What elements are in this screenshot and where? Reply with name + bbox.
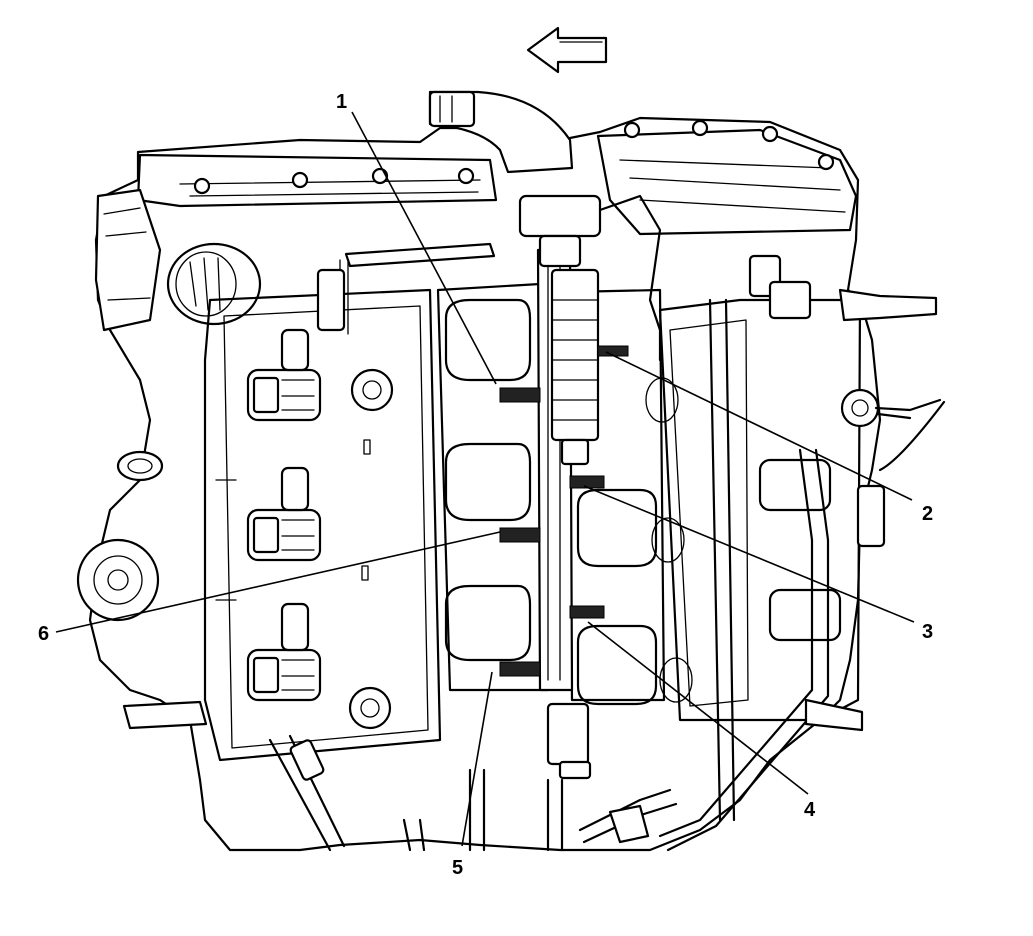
leader-1 bbox=[351, 111, 497, 385]
callout-leaders bbox=[55, 111, 915, 847]
leader-3 bbox=[583, 485, 915, 623]
callout-3: 3 bbox=[922, 621, 933, 643]
leader-2 bbox=[605, 351, 913, 501]
callout-labels: 1 2 3 4 5 6 bbox=[38, 91, 933, 879]
callout-6: 6 bbox=[38, 623, 49, 645]
callout-1: 1 bbox=[336, 91, 347, 113]
left-bank-coil-cover bbox=[203, 259, 442, 762]
leader-5 bbox=[461, 671, 493, 847]
left-arrow-icon bbox=[526, 26, 608, 74]
engine-body bbox=[88, 90, 882, 852]
callout-2: 2 bbox=[922, 503, 933, 525]
leader-6 bbox=[55, 531, 501, 633]
leader-4 bbox=[587, 621, 809, 795]
right-bank bbox=[658, 254, 946, 852]
callout-5: 5 bbox=[452, 857, 463, 879]
left-front-components bbox=[76, 450, 678, 852]
fuel-rail bbox=[344, 194, 662, 692]
callout-4: 4 bbox=[804, 799, 816, 821]
